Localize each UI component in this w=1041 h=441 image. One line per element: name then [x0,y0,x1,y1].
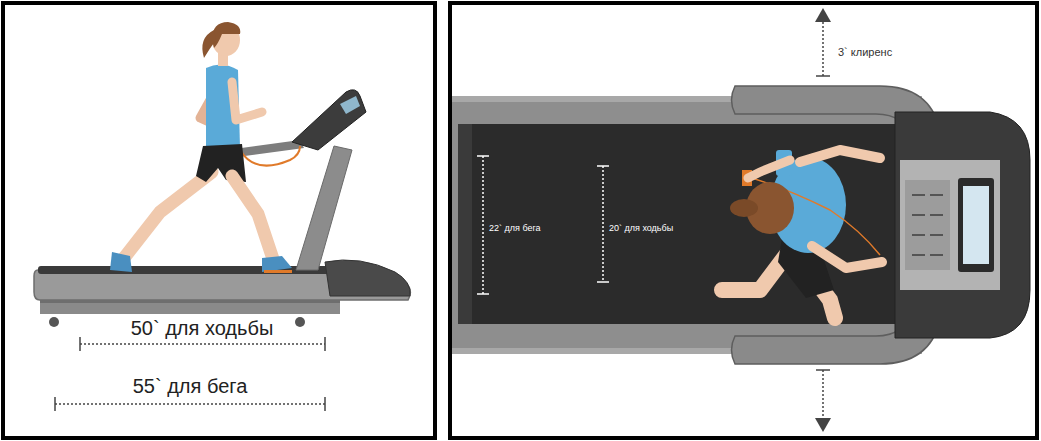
dimension-label: 22` для бега [489,223,541,233]
runner-side-view [110,22,292,273]
dimension-label: 55` для бега [133,375,248,398]
dimension-lines-side [55,337,325,411]
dimension-lines-top [477,156,609,294]
treadmill-top-view [452,86,1030,364]
runner-top-view [722,150,882,318]
clearance-arrows [815,8,831,432]
dimension-label: 3` клиренс [838,46,892,59]
left-panel-frame [3,3,435,438]
dimension-label: 20` для ходьбы [609,223,673,233]
right-panel-frame [450,3,1037,438]
dimension-label: 50` для ходьбы [131,317,274,340]
